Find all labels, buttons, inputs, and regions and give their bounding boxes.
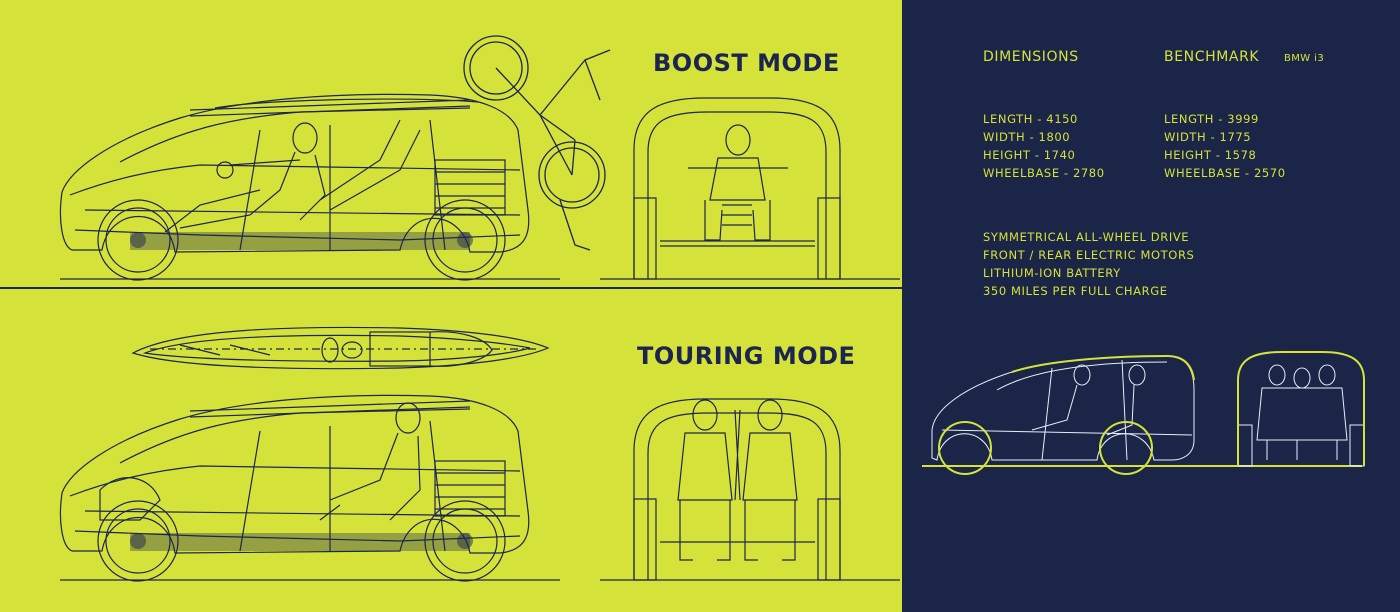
feature-item: FRONT / REAR ELECTRIC MOTORS bbox=[983, 248, 1195, 262]
benchmark-item: LENGTH - 3999 bbox=[1164, 112, 1259, 126]
section-divider bbox=[0, 287, 902, 289]
boost-mode-title: BOOST MODE bbox=[653, 49, 840, 77]
benchmark-list: LENGTH - 3999 WIDTH - 1775 HEIGHT - 1578… bbox=[1164, 110, 1286, 182]
boost-side-view-drawing bbox=[59, 35, 900, 281]
feature-item: LITHIUM-ION BATTERY bbox=[983, 266, 1121, 280]
dimension-item: WHEELBASE - 2780 bbox=[983, 166, 1105, 180]
features-list: SYMMETRICAL ALL-WHEEL DRIVE FRONT / REAR… bbox=[983, 228, 1194, 300]
benchmark-car-drawing bbox=[922, 351, 1365, 475]
dimension-item: WIDTH - 1800 bbox=[983, 130, 1071, 144]
benchmark-item: WIDTH - 1775 bbox=[1164, 130, 1252, 144]
feature-item: SYMMETRICAL ALL-WHEEL DRIVE bbox=[983, 230, 1190, 244]
dimensions-list: LENGTH - 4150 WIDTH - 1800 HEIGHT - 1740… bbox=[983, 110, 1105, 182]
spec-panel: DIMENSIONS BENCHMARK BMW i3 LENGTH - 415… bbox=[902, 0, 1400, 612]
dimensions-heading: DIMENSIONS bbox=[983, 49, 1079, 65]
touring-mode-title: TOURING MODE bbox=[637, 342, 856, 370]
dimension-item: LENGTH - 4150 bbox=[983, 112, 1078, 126]
dimension-item: HEIGHT - 1740 bbox=[983, 148, 1076, 162]
benchmark-item: HEIGHT - 1578 bbox=[1164, 148, 1257, 162]
benchmark-model: BMW i3 bbox=[1284, 53, 1325, 64]
concept-sketch-panel: BOOST MODE TOURING MODE bbox=[0, 0, 902, 612]
feature-item: 350 MILES PER FULL CHARGE bbox=[983, 284, 1168, 298]
touring-side-view-drawing bbox=[59, 326, 900, 582]
benchmark-item: WHEELBASE - 2570 bbox=[1164, 166, 1286, 180]
benchmark-heading: BENCHMARK bbox=[1164, 49, 1260, 65]
